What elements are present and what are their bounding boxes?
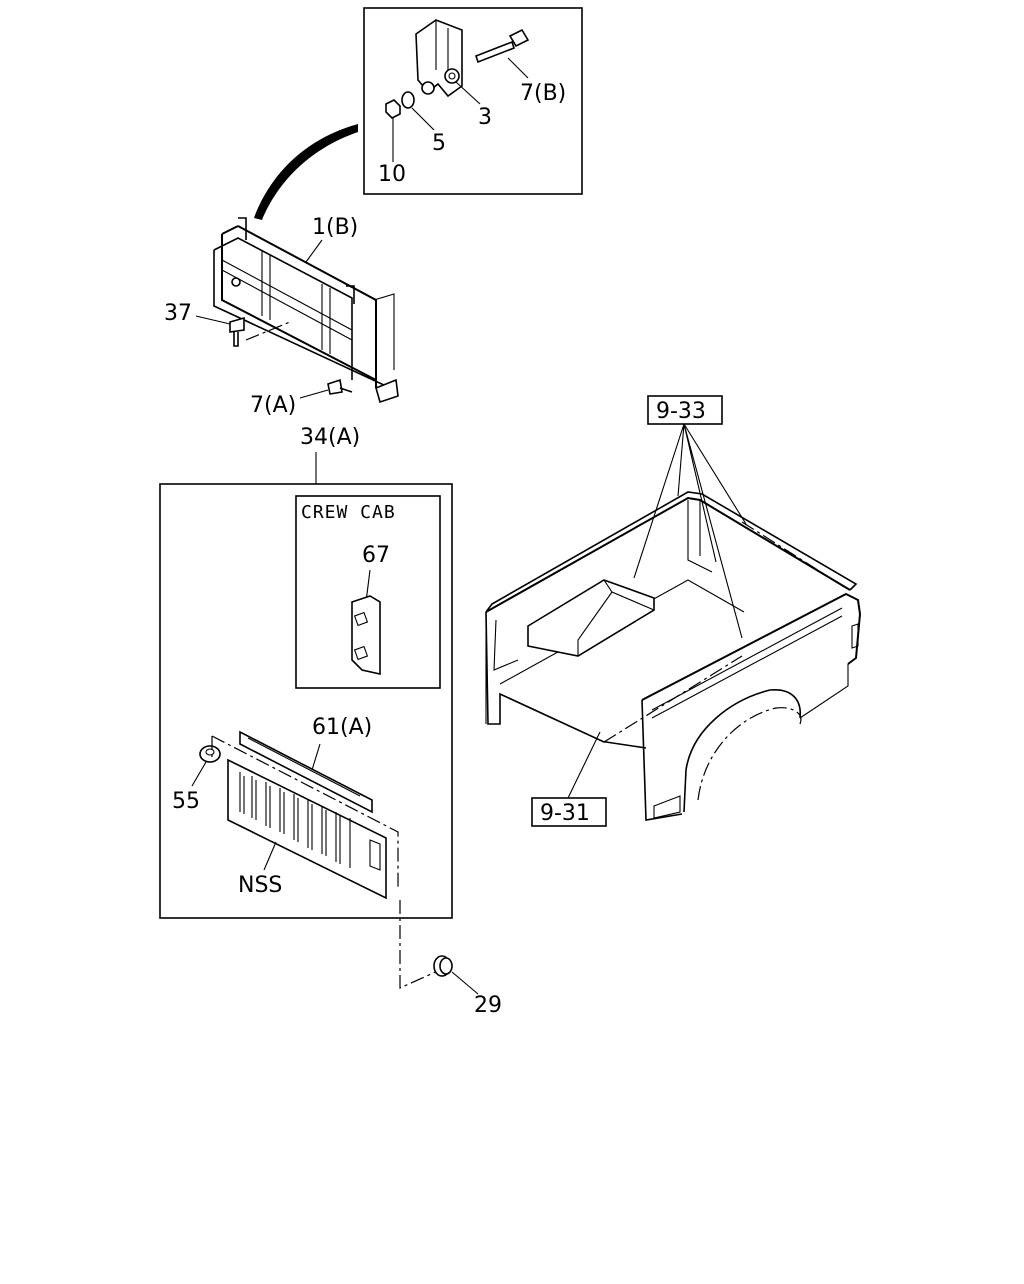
label-part-29: 29 <box>474 993 502 1018</box>
label-part-3: 3 <box>478 105 492 130</box>
crew-cab-inset <box>295 495 441 689</box>
bolt-7b-part <box>475 28 530 64</box>
bolt-7a-part: 7(A) <box>250 378 353 418</box>
tailgate-panel-nss: NSS <box>211 735 399 900</box>
ref-box-9-33: 9-33 <box>633 395 747 639</box>
ref-box-9-31: 9-31 <box>531 731 607 827</box>
label-part-10: 10 <box>378 162 406 187</box>
label-part-37: 37 <box>164 301 192 326</box>
crew-cab-title: CREW CAB <box>301 502 396 523</box>
label-part-5: 5 <box>432 131 446 156</box>
label-part-55: 55 <box>172 789 200 814</box>
leader-29 <box>399 900 441 989</box>
clip-55-part: 55 <box>172 745 221 814</box>
tailgate-group-box: 34(A) CREW CAB 67 61(A) 55 <box>159 425 453 919</box>
plug-29-part: 29 <box>433 955 502 1018</box>
truck-bed-assembly <box>485 491 862 821</box>
label-ref-9-31: 9-31 <box>540 801 590 826</box>
label-part-67: 67 <box>362 543 390 568</box>
window-guard-frame: 1(B) <box>213 215 399 404</box>
bolt-37-part: 37 <box>164 301 291 347</box>
tailgate-protector-61a <box>239 730 373 814</box>
label-nss: NSS <box>238 873 282 898</box>
label-ref-9-33: 9-33 <box>656 399 706 424</box>
bracket-67-part <box>351 595 381 675</box>
label-part-1b: 1(B) <box>312 215 358 240</box>
detail-callout-wedge <box>254 124 358 220</box>
label-part-34a: 34(A) <box>300 425 360 450</box>
hinge-detail-inset: 3 5 10 7(B) <box>363 7 583 195</box>
label-part-7b: 7(B) <box>520 81 566 106</box>
label-part-61a: 61(A) <box>312 715 372 740</box>
label-part-7a: 7(A) <box>250 393 296 418</box>
